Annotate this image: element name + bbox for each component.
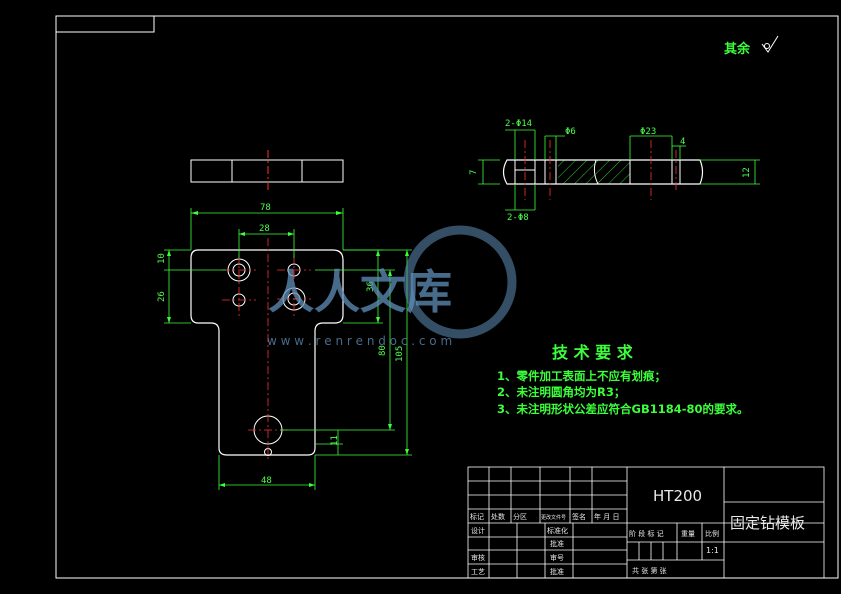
rev-label-4: 更改文件号: [541, 514, 566, 521]
material-label: HT200: [653, 487, 702, 505]
rev-label-3: 分区: [513, 512, 527, 521]
plate-outline: [190, 249, 344, 456]
mid-label-2: 批准: [550, 539, 564, 548]
left-label-2: 审核: [471, 553, 485, 562]
front-view-dimensions: [164, 208, 412, 490]
left-label-1: 设计: [471, 526, 485, 535]
top-view: [190, 150, 344, 192]
dim-11: 11: [330, 435, 340, 446]
mid-label-3: 审号: [550, 553, 564, 562]
dim-4: 4: [680, 137, 685, 147]
roughness-symbol-icon: [761, 35, 779, 53]
left-label-3: 工艺: [471, 568, 485, 576]
rev-label-6: 年 月 日: [594, 512, 619, 521]
part-name: 固定钻模板: [730, 514, 805, 532]
watermark-logo-icon: [403, 225, 517, 339]
tech-req-item-1: 1、零件加工表面上不应有划痕；: [497, 369, 666, 383]
title-block: [467, 466, 825, 579]
dim-hole-6: Φ6: [565, 127, 576, 137]
section-view-dimensions: [478, 129, 760, 211]
tech-req-item-2: 2、未注明圆角均为R3；: [497, 385, 625, 399]
rev-label-1: 标记: [470, 512, 484, 521]
dim-hole-23: Φ23: [640, 127, 656, 137]
dim-counterbore: 2-Φ14: [505, 119, 532, 129]
scale-label: 比例: [705, 529, 719, 538]
stage-label: 阶 段 标 记: [629, 529, 664, 538]
weight-label: 重量: [681, 530, 695, 538]
tech-req-item-3: 3、未注明形状公差应符合GB1184-80的要求。: [497, 402, 749, 416]
dim-26: 26: [157, 291, 167, 302]
watermark: 人人文库 w w w . r e n r e n d o c . c o m: [267, 225, 517, 348]
dim-hole-spacing: 28: [259, 224, 270, 234]
dim-overall-width: 78: [260, 203, 271, 213]
dim-12: 12: [742, 167, 752, 178]
dim-bottom-width: 48: [261, 476, 272, 486]
rev-label-5: 签名: [572, 512, 586, 521]
rev-label-2: 处数: [491, 512, 505, 521]
tech-req-title: 技 术 要 求: [552, 343, 634, 362]
dim-105: 105: [395, 346, 405, 362]
dim-80: 80: [378, 345, 388, 356]
mid-label-1: 标准化: [547, 526, 568, 535]
watermark-url: w w w . r e n r e n d o c . c o m: [267, 334, 452, 348]
scale-value: 1:1: [706, 546, 719, 555]
watermark-text: 人人文库: [268, 265, 452, 319]
sheet-label: 共 张 第 张: [632, 566, 667, 575]
dim-7: 7: [469, 170, 479, 175]
drawing-border: [55, 15, 839, 579]
dim-10: 10: [157, 253, 167, 264]
front-dim-arrows-icon: [167, 211, 409, 487]
mid-label-4: 批准: [550, 567, 564, 576]
corner-code-box: [55, 15, 155, 33]
dim-36: 36: [366, 281, 376, 292]
surface-note: 其余: [724, 41, 751, 57]
dim-hole-8: 2-Φ8: [507, 213, 529, 223]
